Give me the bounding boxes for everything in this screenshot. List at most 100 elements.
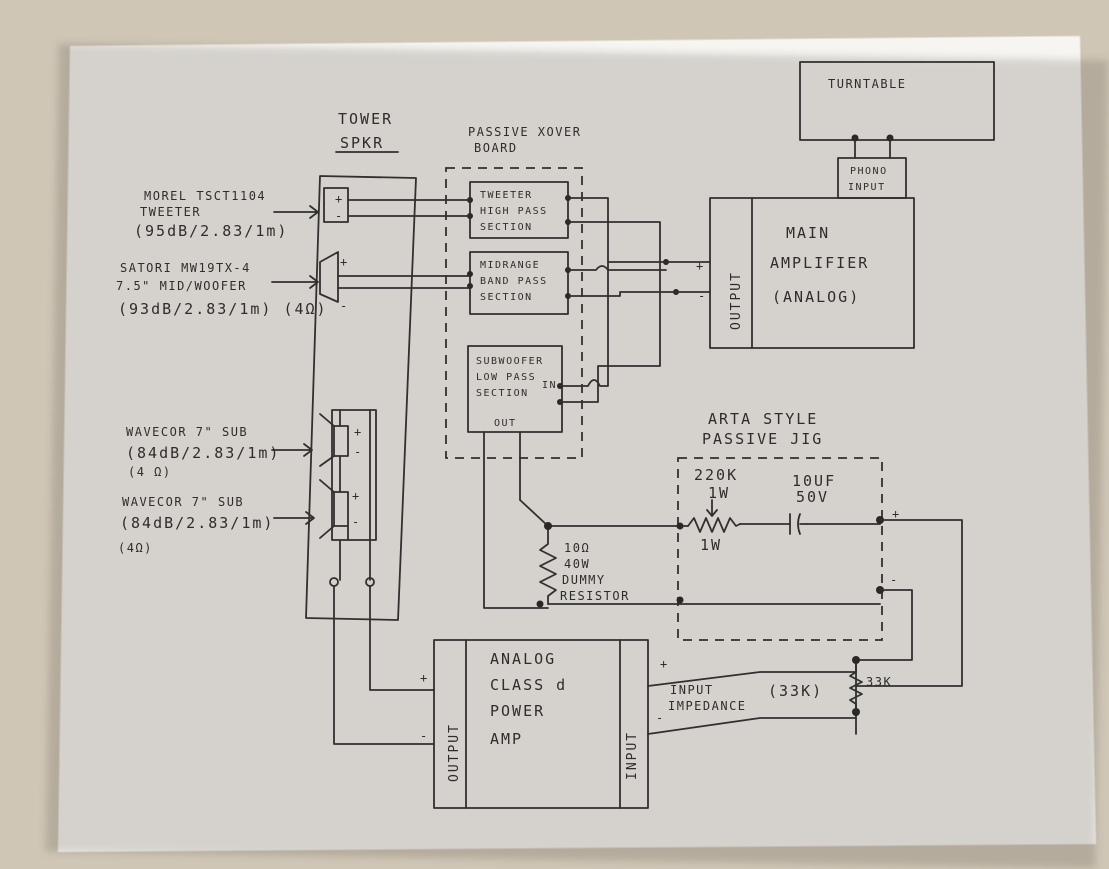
class-d-out-minus: -: [420, 729, 429, 743]
sub-section-line2: LOW PASS: [476, 372, 536, 383]
input-impedance-value: (33K): [768, 682, 823, 700]
class-d-input-label: INPUT: [625, 731, 640, 780]
tower-line1: TOWER: [338, 110, 393, 128]
pot-line3: 1W: [700, 536, 722, 554]
sub1-label-line3: (4 Ω): [128, 465, 172, 479]
dummy-line3: DUMMY: [562, 573, 606, 587]
sub2-plus: +: [352, 489, 361, 503]
arta-line1: ARTA STYLE: [708, 410, 818, 428]
class-d-line3: POWER: [490, 702, 545, 720]
tweeter-wires: [347, 199, 471, 217]
phono-line2: INPUT: [848, 182, 886, 193]
turntable-box: [799, 61, 995, 141]
main-amp-line3: (ANALOG): [772, 288, 860, 306]
class-d-out-plus: +: [420, 671, 429, 685]
main-amp-plus: +: [696, 259, 705, 273]
class-d-amp-box: [433, 639, 649, 809]
tower-enclosure: [305, 175, 417, 621]
class-d-line1: ANALOG: [490, 650, 556, 668]
xover-line1: PASSIVE XOVER: [468, 125, 581, 139]
jig-minus: -: [890, 573, 899, 587]
sub1-label-line2: (84dB/2.83/1m): [126, 444, 280, 462]
jig-plus: +: [892, 507, 901, 521]
tweeter-section-box: [469, 181, 569, 239]
class-d-line4: AMP: [490, 730, 523, 748]
sub1-arrow: [271, 443, 313, 457]
pot-resistor: [687, 517, 741, 533]
sub2-label-line3: (4Ω): [118, 541, 153, 555]
class-d-out-plus-wire: [369, 585, 435, 691]
input-impedance-resistor: [849, 663, 863, 713]
dummy-line2: 40W: [564, 557, 590, 571]
main-amp-line1: MAIN: [786, 224, 830, 242]
pot-line1: 220K: [694, 466, 738, 484]
xover-board: [445, 167, 583, 459]
tweeter-plus: +: [335, 192, 344, 206]
tweeter-section-line1: TWEETER: [480, 190, 533, 201]
midrange-section-line1: MIDRANGE: [480, 260, 540, 271]
cap-line2: 50V: [796, 488, 829, 506]
sub1-driver: [333, 425, 349, 457]
paper-shadow: [45, 43, 1109, 869]
sub2-arrow: [273, 511, 315, 525]
capacitor: [789, 513, 807, 535]
sub2-label-line1: WAVECOR 7" SUB: [122, 495, 244, 509]
woofer-minus: -: [340, 299, 349, 313]
sub2-minus: -: [352, 515, 361, 529]
main-amp-minus: -: [698, 289, 707, 303]
jig-node-pot: [676, 522, 684, 530]
input-plus-node: [852, 656, 860, 664]
class-d-in-plus-wire: [647, 671, 857, 687]
input-impedance-resistor-label: 33K: [866, 675, 892, 689]
class-d-in-minus: -: [656, 711, 665, 725]
class-d-in-plus: +: [660, 657, 669, 671]
midrange-section-line2: BAND PASS: [480, 276, 548, 287]
sub-section-in: IN: [542, 380, 557, 391]
pot-wiper-arrow: [706, 499, 718, 517]
tweeter-label-line1: MOREL TSCT1104: [144, 189, 266, 203]
xover-line2: BOARD: [474, 141, 518, 155]
woofer-wires: [337, 275, 471, 289]
woofer-label-line1: SATORI MW19TX-4: [120, 261, 251, 275]
sub-out-wire-a: [519, 431, 549, 527]
jig-node-left-bottom: [536, 600, 544, 608]
sub2-driver: [333, 491, 349, 527]
arta-line2: PASSIVE JIG: [702, 430, 823, 448]
jig-node-left-top: [544, 522, 552, 530]
class-d-line2: CLASS d: [490, 676, 567, 694]
sub1-plus: +: [354, 425, 363, 439]
class-d-in-minus-wire: [647, 717, 857, 735]
dummy-line4: RESISTOR: [560, 589, 630, 603]
tower-line2: SPKR: [340, 134, 384, 152]
midrange-section-line3: SECTION: [480, 292, 533, 303]
input-impedance-line1: INPUT: [670, 683, 714, 697]
phono-cable: [854, 137, 891, 159]
woofer-plus: +: [340, 255, 349, 269]
sub-section-line3: SECTION: [476, 388, 529, 399]
dummy-resistor: [539, 525, 557, 605]
sub-section-box: [467, 345, 563, 433]
tweeter-arrow: [273, 205, 319, 219]
class-d-out-minus-wire: [333, 585, 435, 745]
main-amp-box: [709, 197, 915, 349]
sub-input-wires: [559, 261, 661, 403]
class-d-output-label: OUTPUT: [447, 723, 462, 782]
sub-section-out: OUT: [494, 418, 517, 429]
dummy-line1: 10Ω: [564, 541, 590, 555]
sub-series-wiring: [339, 409, 371, 581]
woofer-driver: [319, 251, 339, 303]
tweeter-section-line2: HIGH PASS: [480, 206, 548, 217]
tweeter-driver: [323, 187, 349, 223]
woofer-label-line2: 7.5" MID/WOOFER: [116, 279, 247, 293]
main-amp-output-label: OUTPUT: [729, 271, 744, 330]
woofer-label-line3: (93dB/2.83/1m) (4Ω): [118, 300, 328, 318]
sub-out-wire-b: [483, 431, 549, 609]
phono-line1: PHONO: [850, 166, 888, 177]
woofer-arrow: [271, 275, 319, 289]
input-impedance-line2: IMPEDANCE: [668, 699, 747, 713]
pot-line2: 1W: [708, 484, 730, 502]
tweeter-label-line2: TWEETER: [140, 205, 201, 219]
tweeter-section-line3: SECTION: [480, 222, 533, 233]
